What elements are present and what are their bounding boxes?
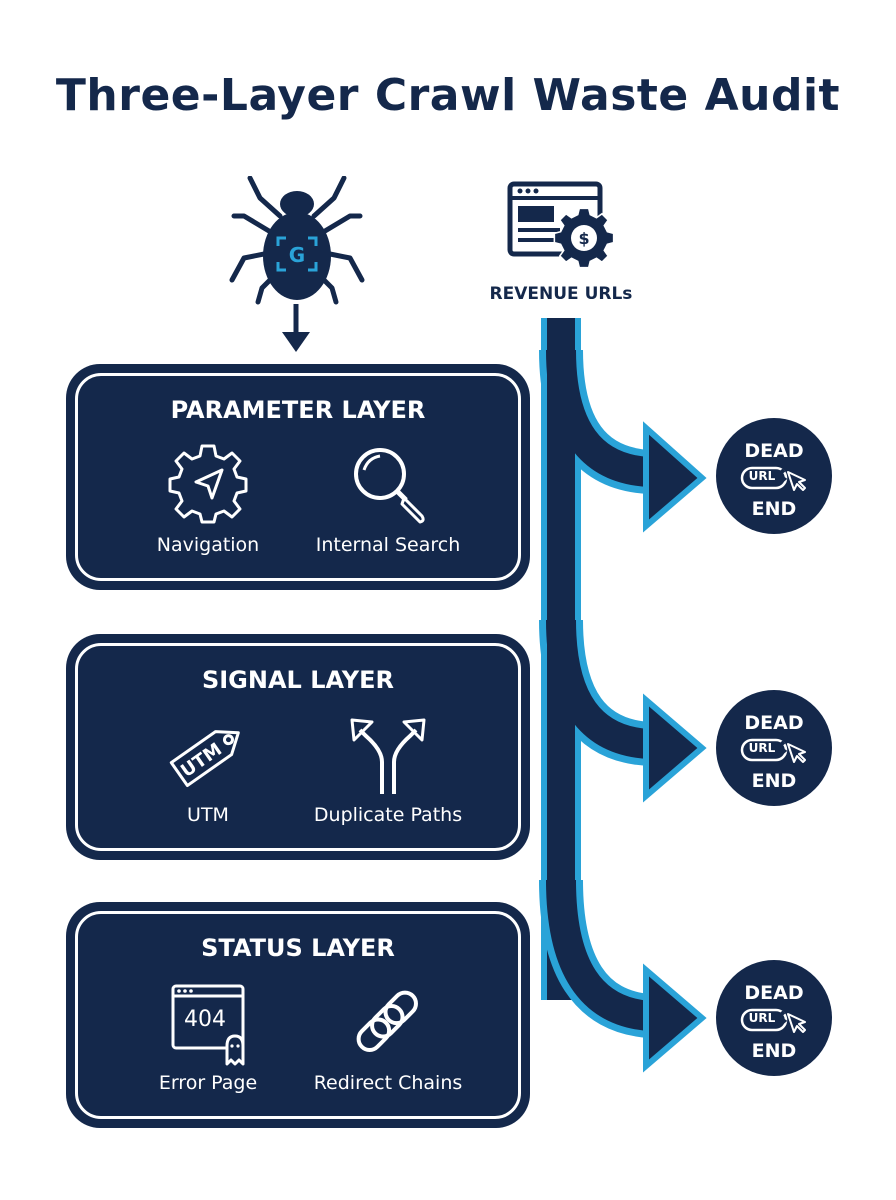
crawler-down-arrow <box>282 304 310 352</box>
spider-badge: G <box>289 243 305 267</box>
spider-google-icon: G <box>229 176 365 305</box>
chain-link-icon <box>356 990 418 1052</box>
redirect-chains-label: Redirect Chains <box>313 1072 463 1094</box>
internal-search-item: Internal Search <box>288 442 488 572</box>
navigation-item: Navigation <box>108 442 308 572</box>
broken-url-icon <box>740 1008 806 1033</box>
internal-search-label: Internal Search <box>315 534 461 556</box>
parameter-layer-title: PARAMETER LAYER <box>170 396 426 424</box>
parameter-layer-panel: PARAMETER LAYER Navigation Internal Sear… <box>66 364 530 590</box>
error-404-page-icon: 404 <box>171 984 245 1066</box>
navigation-label: Navigation <box>156 534 260 556</box>
dead-end-2-url: URL <box>748 741 776 755</box>
status-layer-panel: STATUS LAYER 404 Error Page <box>66 902 530 1128</box>
svg-text:$: $ <box>578 229 589 248</box>
dead-end-3-top: DEAD <box>744 982 804 1004</box>
signal-layer-title: SIGNAL LAYER <box>201 666 395 694</box>
page-title: Three-Layer Crawl Waste Audit <box>55 70 841 121</box>
svg-text:404: 404 <box>184 1007 226 1032</box>
revenue-urls-label: REVENUE URLs <box>489 284 633 304</box>
duplicate-paths-item: Duplicate Paths <box>288 712 488 842</box>
branch-arrow-2 <box>539 619 707 803</box>
utm-tag-icon: UTM <box>169 730 240 788</box>
dead-end-2-bottom: END <box>751 770 797 792</box>
dead-end-1-top: DEAD <box>744 440 804 462</box>
gear-navigation-icon <box>168 444 248 524</box>
error-page-label: Error Page <box>158 1072 258 1094</box>
dead-end-2: DEAD URL END <box>716 690 832 806</box>
branch-arrow-3 <box>539 879 707 1073</box>
dead-end-3-bottom: END <box>751 1040 797 1062</box>
utm-label: UTM <box>187 804 229 826</box>
broken-url-icon <box>740 738 806 763</box>
dead-end-2-top: DEAD <box>744 712 804 734</box>
dead-end-1-url: URL <box>748 469 776 483</box>
status-layer-title: STATUS LAYER <box>201 934 395 962</box>
duplicate-paths-label: Duplicate Paths <box>313 804 463 826</box>
split-arrows-icon <box>350 718 426 794</box>
signal-layer-panel: SIGNAL LAYER UTM UTM Duplicate Paths <box>66 634 530 860</box>
broken-url-icon <box>740 466 806 491</box>
dead-end-3-url: URL <box>748 1011 776 1025</box>
dead-end-3: DEAD URL END <box>716 960 832 1076</box>
redirect-chains-item: Redirect Chains <box>288 980 488 1110</box>
magnifier-icon <box>354 448 425 524</box>
error-page-item: 404 Error Page <box>108 980 308 1110</box>
branch-arrow-1 <box>539 349 707 533</box>
utm-item: UTM UTM <box>108 712 308 842</box>
dead-end-1-bottom: END <box>751 498 797 520</box>
dead-end-1: DEAD URL END <box>716 418 832 534</box>
browser-dollar-gear-icon: $ <box>507 181 615 269</box>
